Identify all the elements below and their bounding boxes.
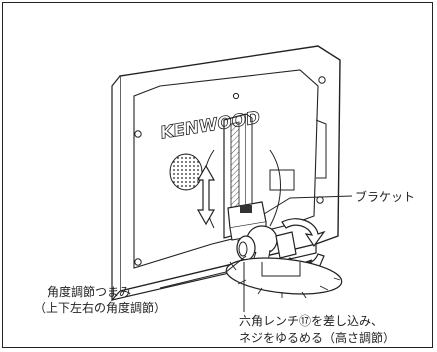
leader-lines [159,195,353,312]
ball-joint [236,225,278,265]
hex-wrench-label: 六角レンチ⑰を差し込み、 [239,314,384,328]
diagram-frame [2,2,433,348]
suction-base [225,257,343,299]
hex-wrench-sublabel: ネジをゆるめる（高さ調節） [239,331,396,345]
bracket-label: ブラケット [355,190,416,204]
angle-knob-label: 角度調節つまみ [47,285,132,299]
height-adjust-arrow-icon [196,164,216,226]
angle-knob-sublabel: （上下左右の角度調節） [34,301,167,315]
speaker-grille [169,153,203,191]
